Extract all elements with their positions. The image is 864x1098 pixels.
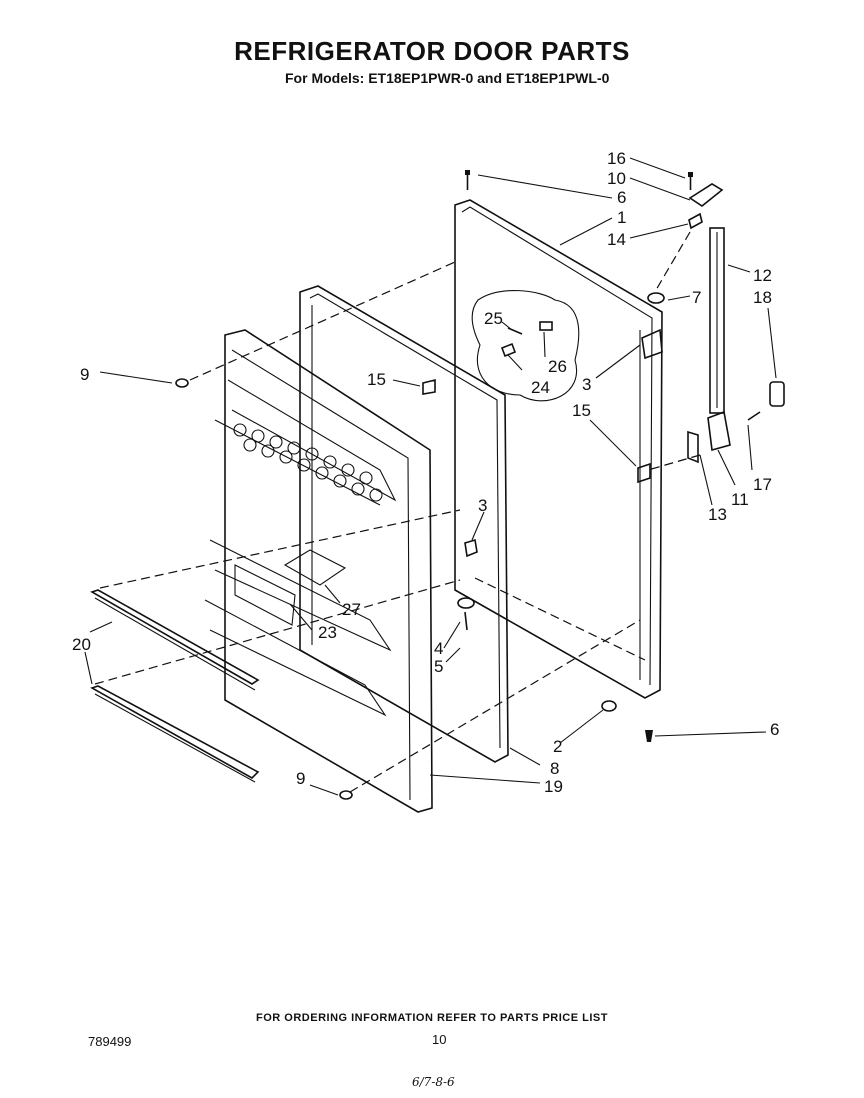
page-title: REFRIGERATOR DOOR PARTS bbox=[234, 36, 630, 66]
door-liner bbox=[204, 329, 433, 813]
detail-part-26 bbox=[539, 321, 553, 331]
door-outer-panel bbox=[454, 199, 663, 699]
callout-1: 1 bbox=[617, 208, 626, 227]
door-gasket bbox=[299, 285, 509, 763]
callout-8: 8 bbox=[550, 759, 559, 778]
bottom-hinge bbox=[707, 410, 731, 452]
handwritten-mark: 6/7-8-6 bbox=[412, 1075, 455, 1089]
callout-labels: 16 10 6 1 14 7 12 18 25 26 24 3 15 15 9 … bbox=[72, 149, 779, 796]
callout-5: 5 bbox=[434, 657, 443, 676]
page-number: 10 bbox=[432, 1032, 447, 1047]
callout-2: 2 bbox=[553, 737, 562, 756]
top-hinge bbox=[688, 183, 724, 207]
leader-lines bbox=[84, 157, 777, 796]
callout-13: 13 bbox=[708, 505, 727, 524]
callout-4: 4 bbox=[434, 639, 443, 658]
detail-inset bbox=[471, 290, 580, 402]
shelf-bars bbox=[90, 589, 260, 783]
callout-12: 12 bbox=[753, 266, 772, 285]
ordering-note: FOR ORDERING INFORMATION REFER TO PARTS … bbox=[256, 1012, 608, 1024]
hinge-rod bbox=[709, 227, 725, 414]
egg-tray bbox=[233, 423, 383, 502]
callout-19: 19 bbox=[544, 777, 563, 796]
model-subtitle: For Models: ET18EP1PWR-0 and ET18EP1PWL-… bbox=[285, 70, 610, 86]
callout-15-left: 15 bbox=[367, 370, 386, 389]
callout-9-bottom: 9 bbox=[296, 769, 305, 788]
callout-18: 18 bbox=[753, 288, 772, 307]
callout-24: 24 bbox=[531, 378, 550, 397]
document-number: 789499 bbox=[88, 1034, 132, 1049]
butter-compartment bbox=[283, 549, 347, 586]
dairy-door bbox=[234, 564, 296, 626]
callout-9-top: 9 bbox=[80, 365, 89, 384]
hinge-bracket bbox=[687, 430, 699, 464]
callout-17: 17 bbox=[753, 475, 772, 494]
callout-6-top: 6 bbox=[617, 188, 626, 207]
callout-27: 27 bbox=[342, 600, 361, 619]
alignment-lines bbox=[94, 231, 701, 793]
screws bbox=[175, 170, 761, 800]
callout-14: 14 bbox=[607, 230, 626, 249]
callout-16: 16 bbox=[607, 149, 626, 168]
callout-20: 20 bbox=[72, 635, 91, 654]
callout-3-right: 3 bbox=[582, 375, 591, 394]
callout-11: 11 bbox=[731, 490, 749, 509]
callout-26: 26 bbox=[548, 357, 567, 376]
callout-23: 23 bbox=[318, 623, 337, 642]
callout-3-left: 3 bbox=[478, 496, 487, 515]
exploded-parts-diagram: 16 10 6 1 14 7 12 18 25 26 24 3 15 15 9 … bbox=[72, 149, 785, 813]
callout-25: 25 bbox=[484, 309, 503, 328]
callout-6-bottom: 6 bbox=[770, 720, 779, 739]
callout-7: 7 bbox=[692, 288, 701, 307]
hinge-cap bbox=[769, 381, 785, 407]
callout-15-right: 15 bbox=[572, 401, 591, 420]
callout-10: 10 bbox=[607, 169, 626, 188]
detail-part-24 bbox=[500, 342, 517, 358]
